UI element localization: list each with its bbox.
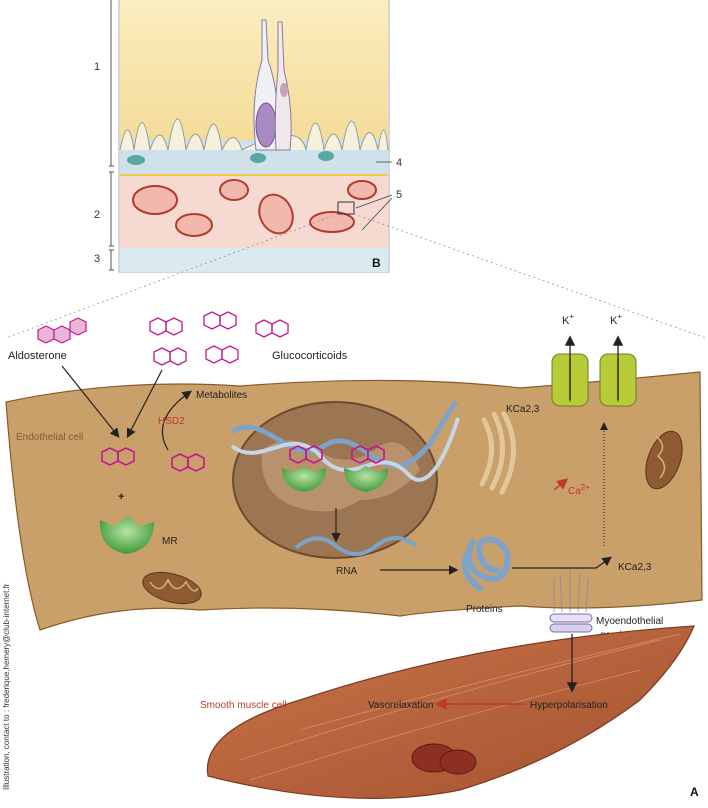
- layer-number-3: 3: [94, 253, 100, 265]
- myoendothelial-label-line1: Myoendothelial: [596, 616, 663, 627]
- proteins-label: Proteins: [466, 604, 503, 615]
- callout-line-5: [355, 194, 393, 231]
- arrow-hsd2: [161, 390, 192, 451]
- hsd2-label: HSD2: [158, 416, 185, 427]
- golgi: [479, 411, 516, 495]
- nuclear-receptor-2: [344, 466, 388, 492]
- k-plus-label-1: K+: [562, 312, 574, 327]
- panel-a-label: A: [690, 785, 699, 799]
- smooth-muscle-cell-label: Smooth muscle cell: [200, 700, 287, 711]
- k-plus-label-2: K+: [610, 312, 622, 327]
- metabolites-label: Metabolites: [196, 390, 247, 401]
- vessel-layer: [120, 248, 388, 272]
- mitochondrion-left: [142, 571, 202, 605]
- calcium-label: Ca2+: [568, 483, 590, 497]
- basal-nucleus: [250, 153, 266, 163]
- kca-top-label: KCa2,3: [506, 404, 540, 415]
- cytoplasmic-steroid-2: [171, 453, 205, 472]
- aldosterone-molecule: [37, 317, 87, 344]
- mitochondrion-right: [645, 430, 683, 490]
- blood-vessels: [132, 179, 377, 237]
- layer-number-2: 2: [94, 209, 100, 221]
- rna-strand: [294, 536, 418, 556]
- plus-sign: +: [118, 491, 124, 503]
- mineralocorticoid-receptor: [99, 516, 154, 554]
- vasorelaxation-label: Vasorelaxation: [368, 700, 433, 711]
- cytoplasmic-steroid-1: [101, 447, 135, 466]
- basal-nucleus: [318, 151, 334, 161]
- rna-label: RNA: [336, 566, 357, 577]
- layer-number-1: 1: [94, 61, 100, 73]
- nuclear-receptor-1: [282, 466, 326, 492]
- arrow-glucocorticoids: [126, 369, 163, 439]
- dna-helix: [230, 400, 458, 469]
- layer-bracket: [109, 0, 114, 271]
- dna-helix-strand: [230, 417, 460, 482]
- panel-b: B 1 2 3 4 5: [94, 0, 402, 273]
- aldosterone-label: Aldosterone: [8, 350, 67, 362]
- cell-nucleus-purple: [255, 102, 277, 148]
- calcium-arrow: [553, 478, 569, 491]
- steroid-in-receptor-2: [351, 445, 385, 464]
- zoom-box: [337, 201, 355, 215]
- protein-coil: [462, 536, 511, 593]
- steroid-in-receptor-1: [289, 445, 323, 464]
- basal-nucleus: [127, 155, 145, 165]
- kca-bottom-label: KCa2,3: [618, 562, 652, 573]
- arrow-aldosterone: [61, 365, 120, 438]
- panel-b-label: B: [372, 256, 381, 270]
- callout-4: 4: [396, 157, 402, 169]
- muscle-fibers: [239, 633, 681, 781]
- glucocorticoid-molecules: [149, 311, 289, 366]
- hyperpolarisation-label: Hyperpolarisation: [530, 700, 608, 711]
- muscle-nucleus: [411, 743, 477, 775]
- arrow-proteins-to-kca: [512, 556, 612, 569]
- myoendothelial-gap-junction: [549, 570, 593, 633]
- panel-a: RNA Proteins KCa2,3 Ca2+: [2, 311, 703, 799]
- zoom-guide: [5, 213, 707, 339]
- villi: [119, 118, 389, 152]
- illustration-credit: Illustration, contact to : frederique.he…: [2, 583, 11, 790]
- callout-5: 5: [396, 189, 402, 201]
- mr-label: MR: [162, 536, 178, 547]
- cell-nucleus-small: [280, 83, 288, 97]
- endothelial-cell-label: Endothelial cell: [16, 432, 83, 443]
- glucocorticoids-label: Glucocorticoids: [272, 350, 348, 362]
